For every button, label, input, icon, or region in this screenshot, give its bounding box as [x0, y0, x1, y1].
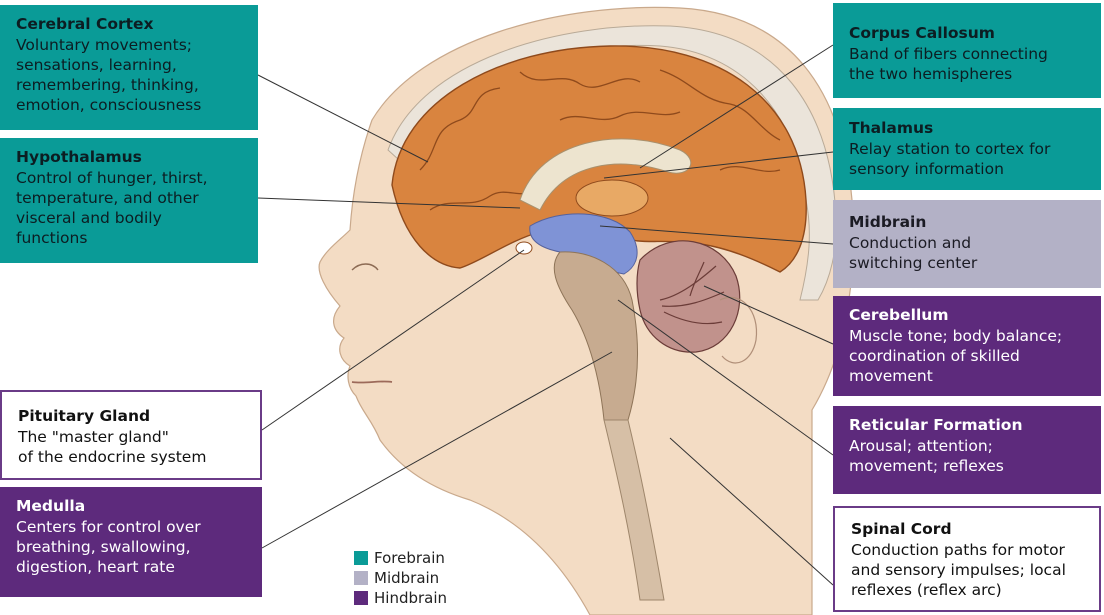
leader-pituitary-gland	[261, 249, 525, 431]
leader-thalamus	[603, 151, 834, 179]
cerebral-cortex-desc: Voluntary movements; sensations, learnin…	[16, 36, 202, 114]
legend: Forebrain Midbrain Hindbrain	[354, 548, 447, 608]
legend-swatch-midbrain	[354, 571, 368, 585]
arbor-vitae	[659, 261, 725, 325]
legend-item-midbrain: Midbrain	[354, 568, 447, 588]
legend-label-hindbrain: Hindbrain	[374, 589, 448, 607]
ear	[719, 296, 758, 364]
reticular-formation-title: Reticular Formation	[849, 416, 1023, 434]
spinal-cord-title: Spinal Cord	[851, 520, 952, 538]
legend-label-midbrain: Midbrain	[374, 569, 440, 587]
label-midbrain: Midbrain Conduction and switching center	[833, 200, 1101, 288]
legend-item-hindbrain: Hindbrain	[354, 588, 447, 608]
pituitary-gland-desc: The "master gland" of the endocrine syst…	[18, 428, 207, 466]
thalamus-shape	[575, 179, 649, 217]
thalamus-desc: Relay station to cortex for sensory info…	[849, 140, 1051, 178]
pituitary-gland-title: Pituitary Gland	[18, 407, 151, 425]
cerebellum-title: Cerebellum	[849, 306, 949, 324]
leader-spinal-cord	[669, 437, 834, 586]
reticular-formation-desc: Arousal; attention; movement; reflexes	[849, 437, 1004, 475]
hypothalamus-desc: Control of hunger, thirst, temperature, …	[16, 169, 208, 247]
label-medulla: Medulla Centers for control over breathi…	[0, 487, 262, 597]
label-spinal-cord: Spinal Cord Conduction paths for motor a…	[833, 506, 1101, 612]
legend-label-forebrain: Forebrain	[374, 549, 445, 567]
leader-hypothalamus	[257, 197, 521, 209]
leader-reticular-formation	[617, 299, 834, 456]
label-cerebellum: Cerebellum Muscle tone; body balance; co…	[833, 296, 1101, 396]
label-pituitary-gland: Pituitary Gland The "master gland" of th…	[0, 390, 262, 480]
cerebral-cortex-title: Cerebral Cortex	[16, 15, 154, 33]
spinal-cord-desc: Conduction paths for motor and sensory i…	[851, 541, 1066, 599]
label-thalamus: Thalamus Relay station to cortex for sen…	[833, 108, 1101, 190]
legend-item-forebrain: Forebrain	[354, 548, 447, 568]
midbrain-title: Midbrain	[849, 213, 927, 231]
spinal-cord-shape	[603, 419, 665, 601]
leader-midbrain	[599, 225, 834, 245]
cerebellum-desc: Muscle tone; body balance; coordination …	[849, 327, 1063, 385]
eye	[351, 263, 379, 271]
medulla-desc: Centers for control over breathing, swal…	[16, 518, 201, 576]
leader-cerebral-cortex	[257, 74, 429, 163]
mouth	[351, 380, 393, 384]
label-reticular-formation: Reticular Formation Arousal; attention; …	[833, 406, 1101, 494]
midbrain-shape	[529, 213, 638, 275]
leader-lines	[257, 44, 834, 586]
medulla-title: Medulla	[16, 497, 86, 515]
leader-corpus-callosum	[639, 44, 834, 169]
hypothalamus-title: Hypothalamus	[16, 148, 142, 166]
corpus-callosum-shape	[519, 138, 692, 211]
corpus-callosum-desc: Band of fibers connecting the two hemisp…	[849, 45, 1048, 83]
label-hypothalamus: Hypothalamus Control of hunger, thirst, …	[0, 138, 258, 263]
pituitary-shape	[515, 241, 533, 255]
leader-medulla	[261, 351, 613, 549]
cerebellum-shape	[636, 240, 741, 353]
legend-swatch-forebrain	[354, 551, 368, 565]
label-corpus-callosum: Corpus Callosum Band of fibers connectin…	[833, 3, 1101, 98]
corpus-callosum-title: Corpus Callosum	[849, 24, 995, 42]
leader-cerebellum	[703, 285, 834, 345]
thalamus-title: Thalamus	[849, 119, 934, 137]
label-cerebral-cortex: Cerebral Cortex Voluntary movements; sen…	[0, 5, 258, 130]
midbrain-desc: Conduction and switching center	[849, 234, 978, 272]
legend-swatch-hindbrain	[354, 591, 368, 605]
